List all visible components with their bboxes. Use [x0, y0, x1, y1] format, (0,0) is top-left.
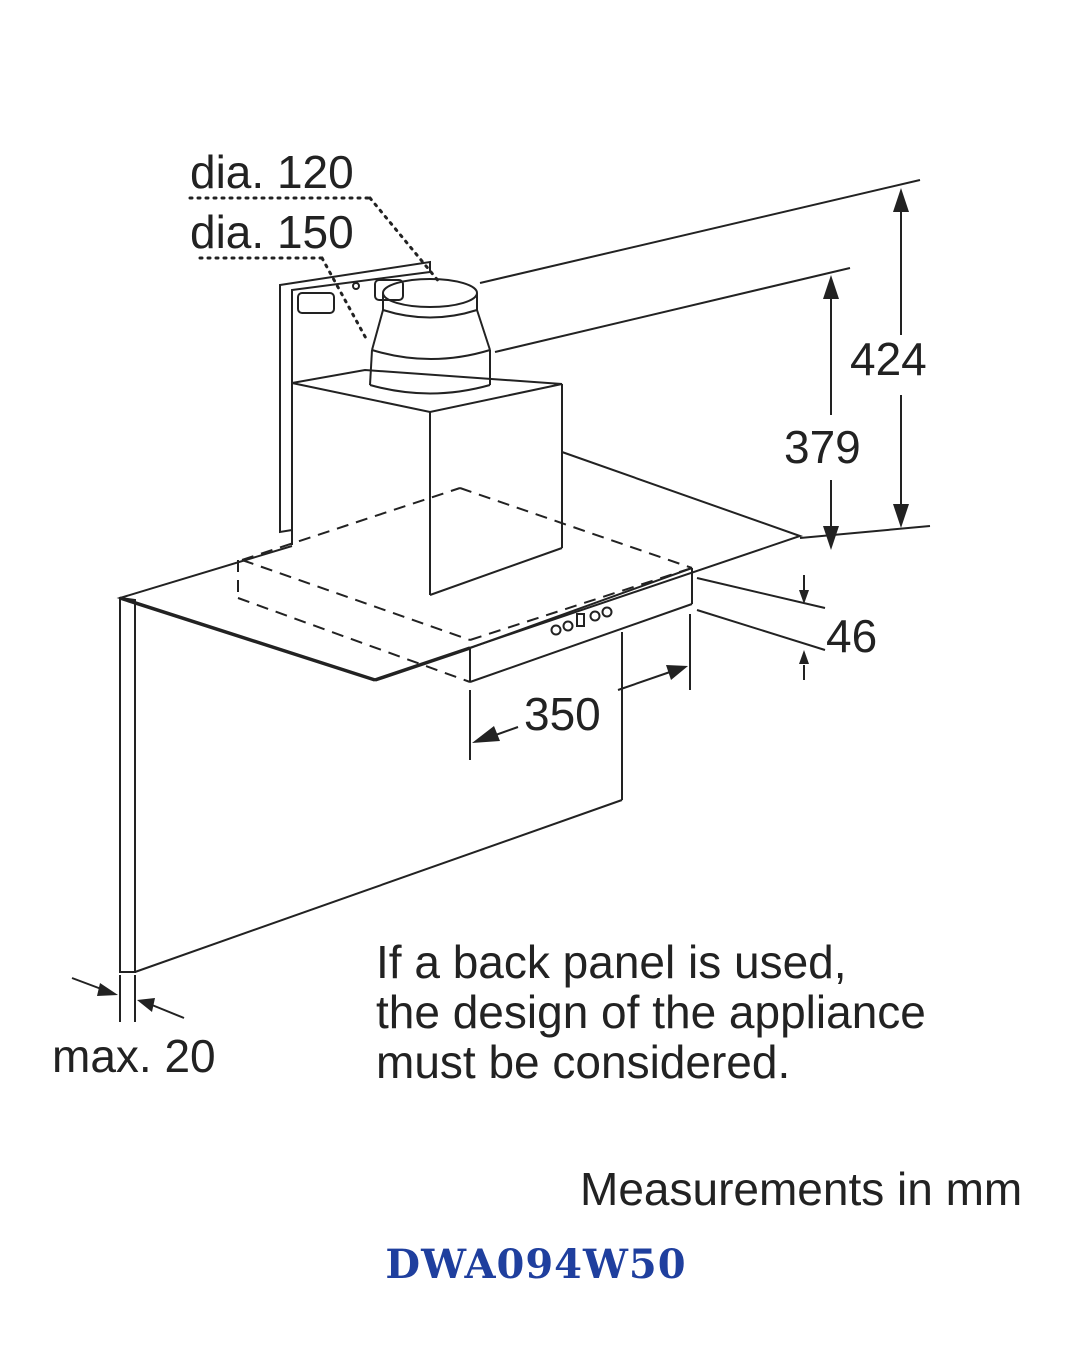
- label-max-20: max. 20: [52, 1030, 216, 1082]
- glass-canopy: [116, 451, 804, 682]
- lower-body: [469, 567, 693, 683]
- extension-lines: [479, 179, 931, 651]
- model-number: DWA094W50: [385, 1241, 686, 1288]
- chimney-box: [291, 368, 563, 595]
- control-buttons: [550, 606, 613, 636]
- dimension-46: [799, 575, 809, 680]
- label-46: 46: [826, 610, 877, 662]
- label-dia-120: dia. 120: [190, 146, 354, 198]
- note-line-1: If a back panel is used,: [376, 936, 847, 988]
- exhaust-collar: [369, 278, 491, 395]
- label-379: 379: [784, 421, 861, 473]
- diameter-leaders: [188, 196, 442, 344]
- note-line-2: the design of the appliance: [376, 986, 926, 1038]
- label-424: 424: [850, 333, 927, 385]
- dimension-350: [469, 614, 691, 760]
- label-350: 350: [524, 688, 601, 740]
- dimension-max-20: [71, 975, 185, 1022]
- units-note: Measurements in mm: [580, 1163, 1022, 1215]
- back-panel: [119, 596, 623, 973]
- label-dia-150: dia. 150: [190, 206, 354, 258]
- dimension-379: [823, 275, 839, 550]
- hidden-body-outline: [237, 487, 693, 683]
- dimension-424: [893, 188, 909, 528]
- note-line-3: must be considered.: [376, 1036, 790, 1088]
